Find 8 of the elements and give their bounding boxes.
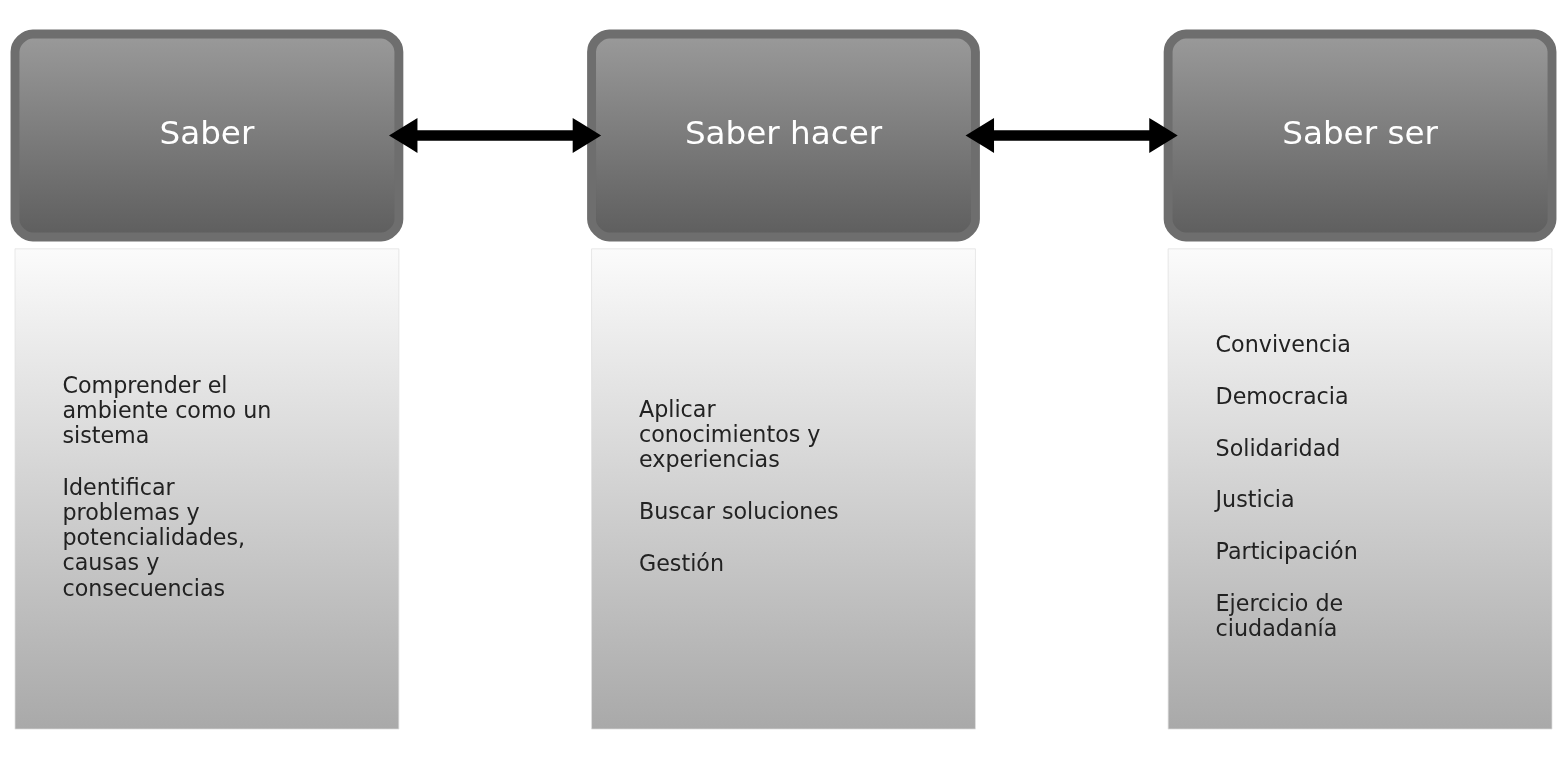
node-box: Saber bbox=[10, 29, 404, 242]
node-box: Aplicar conocimientos y experiencias Buscar soluciones Gestión bbox=[591, 248, 976, 730]
node-box: Saber hacer bbox=[587, 29, 980, 242]
node-box: Comprender el ambiente como un sistema Identificar problemas y potencialidades, causas y consecuencias bbox=[14, 248, 400, 730]
arrow bbox=[389, 118, 602, 153]
arrow bbox=[965, 118, 1178, 153]
node-box: Saber ser bbox=[1163, 29, 1557, 242]
node-box: Convivencia Democracia Solidaridad Justicia Participación Ejercicio de ciudadanía bbox=[1167, 248, 1553, 730]
